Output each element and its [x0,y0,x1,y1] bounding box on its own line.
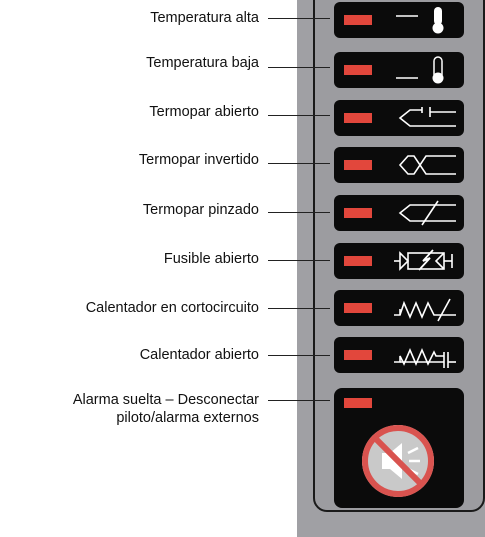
leader-line [268,115,330,117]
heater-open-icon [394,347,456,368]
label-alarm: Alarma suelta – Desconectar piloto/alarm… [0,391,259,427]
indicator-thermocouple-open [334,100,464,136]
indicator-high-temperature [334,2,464,38]
thermocouple-reversed-icon [398,155,456,175]
indicator-thermocouple-pinched [334,195,464,231]
label-thermocouple-pinched: Termopar pinzado [142,202,259,218]
label-thermocouple-open: Termopar abierto [149,104,259,120]
indicator-led [344,15,372,25]
label-fuse-open: Fusible abierto [163,251,259,267]
thermometer-high-icon [396,7,444,34]
heater-short-icon [394,298,456,322]
leader-line [268,308,330,310]
label-heater-open: Calentador abierto [139,347,259,363]
indicator-thermocouple-reversed [334,147,464,183]
leader-line [268,212,330,214]
indicator-led [344,208,372,218]
leader-line [268,67,330,69]
label-thermocouple-reversed: Termopar invertido [138,152,259,168]
fuse-open-icon [394,249,453,271]
leader-line [268,260,330,262]
leader-line [268,163,330,165]
indicator-led [344,65,372,75]
thermocouple-open-icon [398,107,456,127]
indicator-led [344,398,372,408]
leader-line [268,355,330,357]
label-alarm-line2: piloto/alarma externos [116,410,259,426]
leader-line [268,18,330,20]
indicator-led [344,160,372,170]
indicator-fuse-open [334,243,464,279]
indicator-heater-open [334,337,464,373]
alarm-muted-icon [362,425,434,497]
indicator-led [344,350,372,360]
indicator-led [344,113,372,123]
label-alarm-line1: Alarma suelta – Desconectar [72,392,259,408]
indicator-led [344,303,372,313]
indicator-heater-short [334,290,464,326]
thermometer-low-icon [396,56,444,84]
label-high-temperature: Temperatura alta [150,10,259,26]
indicator-alarm [334,388,464,508]
indicator-led [344,256,372,266]
indicator-low-temperature [334,52,464,88]
label-heater-short: Calentador en cortocircuito [85,300,259,316]
leader-line [268,400,330,402]
thermocouple-pinched-icon [398,200,456,226]
label-low-temperature: Temperatura baja [146,55,259,71]
